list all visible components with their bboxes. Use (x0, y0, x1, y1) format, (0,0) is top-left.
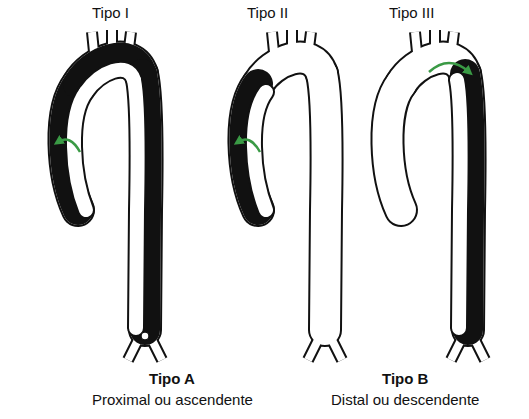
aorta-part (134, 80, 138, 328)
type-three-aorta (387, 30, 485, 360)
aorta-part (457, 80, 461, 328)
aorta-part (322, 74, 327, 330)
tear-arrow (238, 140, 260, 152)
tear-arrow (429, 63, 469, 72)
vessel-ring (141, 332, 149, 340)
tear-arrow (58, 140, 80, 152)
type-two-aorta (238, 30, 342, 360)
type-label: Tipo II (247, 4, 288, 22)
aorta-part (134, 80, 138, 328)
aorta-part (387, 84, 401, 210)
class-label: Tipo B (382, 370, 428, 388)
aorta-part (457, 80, 461, 328)
class-description: Distal ou descendente (331, 391, 479, 409)
type-label: Tipo I (92, 4, 129, 22)
aorta-part (86, 70, 134, 92)
class-label: Tipo A (149, 370, 195, 388)
aorta-part (387, 84, 401, 210)
class-description: Proximal ou ascendente (92, 391, 253, 409)
type-label: Tipo III (389, 4, 434, 22)
type-one-aorta (58, 30, 162, 360)
aorta-part (322, 74, 327, 330)
